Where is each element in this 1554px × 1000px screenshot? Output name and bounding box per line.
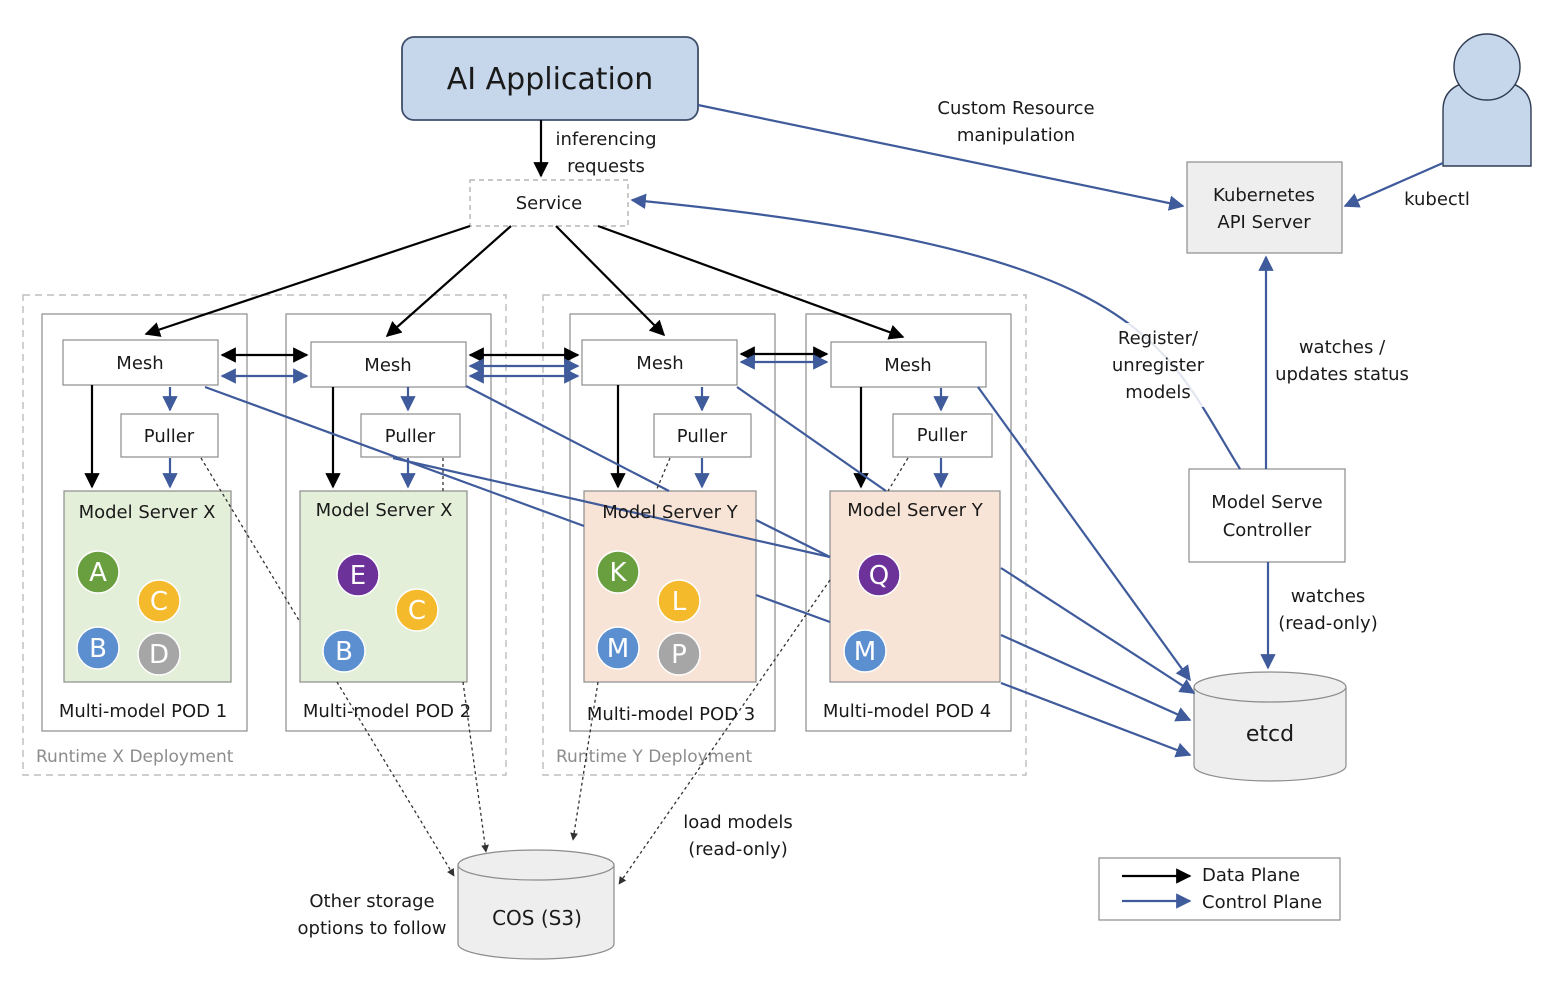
service-box bbox=[469, 179, 629, 227]
kubernetes-api-line-1: Kubernetes bbox=[1213, 185, 1315, 206]
controller-line-1: Model Serve bbox=[1211, 492, 1322, 513]
model-letter: P bbox=[671, 640, 687, 670]
model-serve-controller-box bbox=[1188, 468, 1346, 563]
pod-1-puller-label: Puller bbox=[144, 426, 195, 447]
model-circles: A C B D E C B K L M P Q M bbox=[76, 550, 901, 676]
kubectl-label: kubectl bbox=[1404, 189, 1470, 210]
model-circle-c: C bbox=[395, 588, 439, 632]
other-storage-label-2: options to follow bbox=[298, 918, 447, 939]
model-letter: D bbox=[149, 640, 169, 670]
model-circle-e: E bbox=[336, 553, 380, 597]
pod-2-mesh-label: Mesh bbox=[364, 355, 411, 376]
model-letter: K bbox=[609, 558, 627, 588]
pod-1-mesh-label: Mesh bbox=[116, 353, 163, 374]
model-letter: C bbox=[150, 587, 168, 617]
custom-resource-label-2: manipulation bbox=[957, 125, 1075, 146]
pod-2-puller-label: Puller bbox=[385, 426, 436, 447]
watches-readonly-label-1: watches bbox=[1291, 586, 1366, 607]
cos-storage-icon bbox=[457, 849, 615, 960]
watches-readonly-label-2: (read-only) bbox=[1278, 613, 1377, 634]
model-circle-b: B bbox=[322, 629, 366, 673]
pod-4-puller-label: Puller bbox=[917, 425, 968, 446]
load-models-label-2: (read-only) bbox=[688, 839, 787, 860]
mesh-box bbox=[581, 339, 738, 386]
mesh-box bbox=[830, 341, 987, 388]
legend-data-plane-label: Data Plane bbox=[1202, 865, 1300, 886]
data-plane-arrows bbox=[84, 120, 905, 489]
model-circle-a: A bbox=[76, 550, 120, 594]
pod-2-server-label: Model Server X bbox=[316, 500, 453, 521]
model-letter: Q bbox=[869, 561, 889, 591]
etcd-label: etcd bbox=[1246, 722, 1294, 747]
pod-4-label: Multi-model POD 4 bbox=[823, 701, 991, 722]
model-letter: A bbox=[89, 558, 107, 588]
model-circle-b: B bbox=[76, 626, 120, 670]
mesh-box bbox=[62, 339, 219, 386]
model-letter: C bbox=[408, 596, 426, 626]
register-label-2: unregister bbox=[1112, 355, 1205, 376]
pod-4-server-label: Model Server Y bbox=[847, 500, 984, 521]
controller-line-2: Controller bbox=[1223, 520, 1312, 541]
pod-3-server-label: Model Server Y bbox=[602, 502, 739, 523]
model-letter: L bbox=[672, 587, 687, 617]
model-letter: E bbox=[350, 561, 366, 591]
model-circle-c: C bbox=[137, 579, 181, 623]
register-label-3: models bbox=[1125, 382, 1190, 403]
model-circle-q: Q bbox=[857, 553, 901, 597]
pod-4-mesh-label: Mesh bbox=[884, 355, 931, 376]
model-letter: M bbox=[607, 634, 629, 664]
load-models-label-1: load models bbox=[683, 812, 793, 833]
model-circle-m: M bbox=[596, 626, 640, 670]
pod-3-puller-label: Puller bbox=[677, 426, 728, 447]
pod-1-label: Multi-model POD 1 bbox=[59, 701, 227, 722]
kubernetes-api-server-box bbox=[1186, 161, 1343, 254]
kubernetes-api-line-2: API Server bbox=[1217, 212, 1311, 233]
legend: Data Plane Control Plane bbox=[1098, 857, 1341, 921]
model-circle-d: D bbox=[137, 632, 181, 676]
pod-2-label: Multi-model POD 2 bbox=[303, 701, 471, 722]
pod-1-server-label: Model Server X bbox=[79, 502, 216, 523]
model-letter: B bbox=[89, 634, 107, 664]
service-label: Service bbox=[516, 193, 583, 214]
ai-application-title: AI Application bbox=[447, 62, 654, 97]
control-plane-arrows bbox=[162, 103, 1444, 758]
model-circle-m: M bbox=[843, 629, 887, 673]
puller-box bbox=[892, 413, 993, 458]
inferencing-label-1: inferencing bbox=[555, 129, 656, 150]
custom-resource-label-1: Custom Resource bbox=[937, 98, 1094, 119]
model-circle-l: L bbox=[657, 579, 701, 623]
legend-control-plane-label: Control Plane bbox=[1202, 892, 1322, 913]
runtime-y-label: Runtime Y Deployment bbox=[556, 747, 753, 767]
pod-3-mesh-label: Mesh bbox=[636, 353, 683, 374]
watches-updates-label-2: updates status bbox=[1275, 364, 1409, 385]
ai-application-box bbox=[401, 36, 699, 121]
user-person-icon bbox=[1442, 33, 1532, 167]
inferencing-label-2: requests bbox=[567, 156, 645, 177]
model-circle-k: K bbox=[596, 550, 640, 594]
model-circle-p: P bbox=[657, 632, 701, 676]
mesh-box bbox=[310, 341, 467, 388]
other-storage-label-1: Other storage bbox=[309, 891, 434, 912]
model-letter: B bbox=[335, 637, 353, 667]
runtime-x-label: Runtime X Deployment bbox=[36, 747, 234, 767]
model-letter: M bbox=[854, 637, 876, 667]
puller-box bbox=[653, 413, 752, 458]
etcd-database-icon bbox=[1193, 671, 1347, 782]
pod-3-label: Multi-model POD 3 bbox=[587, 704, 755, 725]
register-label-1: Register/ bbox=[1118, 328, 1199, 349]
watches-updates-label-1: watches / bbox=[1299, 337, 1386, 358]
puller-box bbox=[120, 413, 219, 458]
cos-label: COS (S3) bbox=[492, 906, 582, 930]
puller-storage-links bbox=[200, 457, 909, 885]
